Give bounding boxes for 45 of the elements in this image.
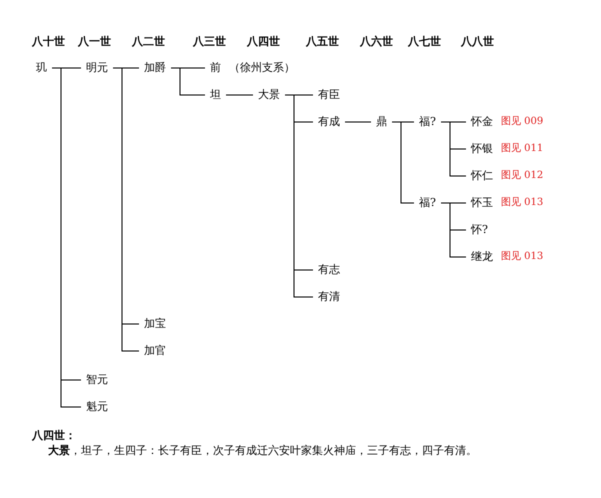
name-text: 福? [419,114,436,130]
figure-reference: 图见 013 [501,250,544,264]
name-text: 有臣 [318,87,340,103]
generation-heading: 八三世 [193,34,226,50]
name-text: 加宝 [144,316,166,332]
name-text: 怀? [471,222,488,238]
connector-line [226,94,254,96]
generation-heading: 八七世 [408,34,441,50]
name-text: 前 [210,60,221,76]
connector-line [440,122,466,176]
connector-line [392,122,414,204]
name-text: 怀仁 [471,168,493,184]
name-text: 怀玉 [471,195,493,211]
name-text: 魁元 [86,399,108,415]
figure-reference: 图见 013 [501,196,544,210]
branch-note: （徐州支系） [229,60,295,76]
note-text: 大景，坦子，生四子：长子有臣，次子有成迁六安叶家集火神庙，三子有志，四子有清。 [48,443,477,459]
generation-heading: 八六世 [360,34,393,50]
name-text: 加爵 [144,60,166,76]
name-text: 怀银 [471,141,493,157]
generation-heading: 八二世 [132,34,165,50]
name-text: 玑 [36,60,47,76]
note-heading: 八四世： [32,428,76,444]
name-text: 怀金 [471,114,493,130]
generation-heading: 八一世 [78,34,111,50]
name-text: 有成 [318,114,340,130]
name-text: 继龙 [471,249,493,265]
name-text: 明元 [86,60,108,76]
generation-heading: 八四世 [247,34,280,50]
generation-heading: 八五世 [306,34,339,50]
name-text: 有清 [318,289,340,305]
connector-line [170,68,206,96]
connector-line [440,202,466,258]
generation-heading: 八十世 [32,34,65,50]
figure-reference: 图见 012 [501,169,544,183]
name-text: 有志 [318,262,340,278]
generation-heading: 八八世 [461,34,494,50]
name-text: 加官 [144,343,166,359]
figure-reference: 图见 009 [501,115,544,129]
name-text: 鼎 [376,114,387,130]
name-text: 智元 [86,372,108,388]
figure-reference: 图见 011 [501,142,544,156]
name-text: 福? [419,195,436,211]
name-text: 坦 [210,87,221,103]
name-text: 大景 [258,87,280,103]
